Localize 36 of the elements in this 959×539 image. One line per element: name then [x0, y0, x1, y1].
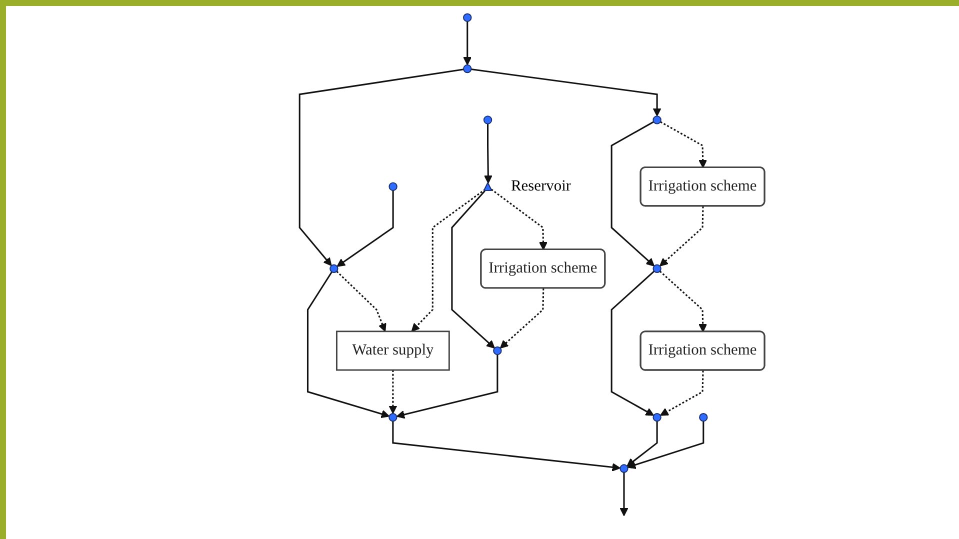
- arrow: [620, 472, 628, 516]
- arrow: [500, 288, 544, 348]
- arrow: [626, 421, 658, 467]
- node-circle: [652, 413, 662, 422]
- arrow: [463, 21, 472, 66]
- arrow: [660, 206, 704, 266]
- node-circle: [388, 413, 398, 422]
- arrow: [627, 421, 704, 470]
- arrow: [336, 270, 386, 332]
- arrow: [451, 190, 495, 348]
- arrow: [471, 68, 662, 116]
- arrow: [484, 124, 492, 184]
- node-label: Reservoir: [510, 178, 572, 194]
- node-circle: [652, 264, 662, 273]
- arrow: [298, 68, 464, 266]
- arrow: [490, 188, 548, 250]
- node-circle: [620, 464, 628, 473]
- arrow: [336, 190, 394, 267]
- node-circle: [463, 64, 472, 74]
- arrow: [306, 271, 390, 418]
- node-circle: [388, 182, 398, 191]
- node-circle: [493, 346, 502, 356]
- node-circle: [652, 116, 662, 124]
- arrow: [659, 270, 708, 332]
- arrow: [660, 370, 704, 416]
- arrow: [660, 121, 708, 168]
- arrow: [610, 270, 655, 416]
- arrow: [388, 370, 398, 414]
- node-circle: [699, 413, 708, 422]
- arrow: [396, 354, 498, 419]
- arrow: [610, 121, 655, 266]
- node-circle: [330, 264, 338, 273]
- arrow: [392, 421, 621, 472]
- node-box: Water supply: [336, 330, 450, 371]
- node-circle: [483, 116, 492, 124]
- node-circle: [463, 13, 472, 22]
